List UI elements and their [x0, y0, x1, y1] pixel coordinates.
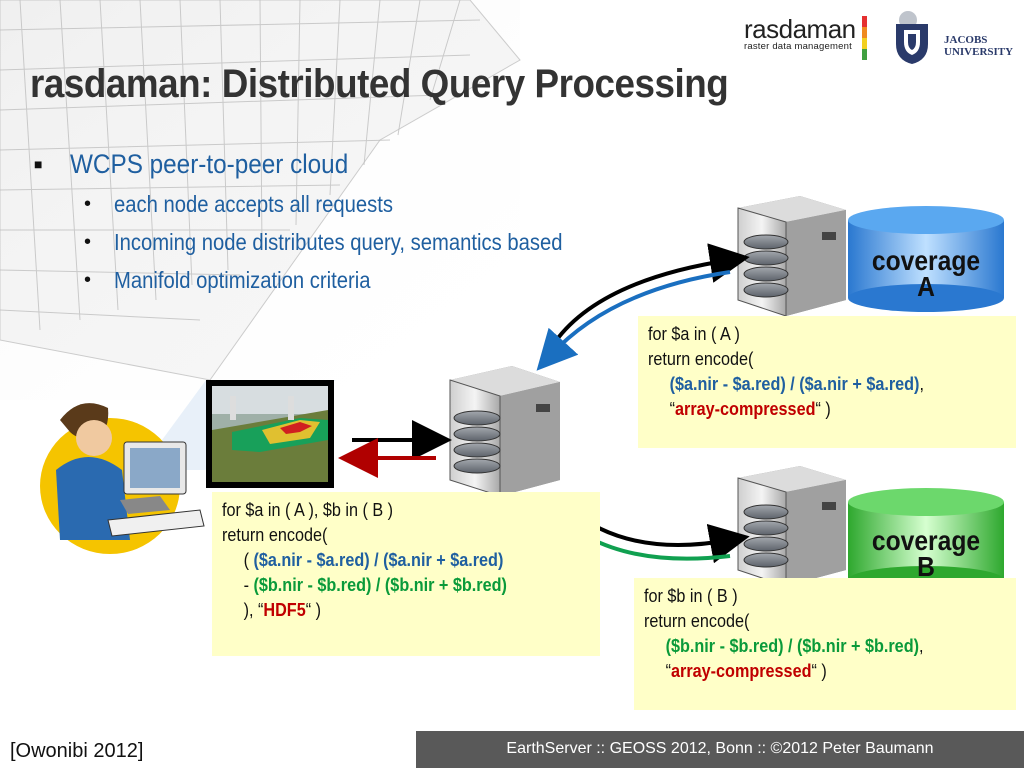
footer-bar [416, 731, 1024, 768]
query-box-b: for $b in ( B ) return encode( ($b.nir -… [634, 578, 1016, 710]
bullet-dot-icon: • [84, 231, 92, 253]
query-main-line2: return encode( [222, 525, 328, 545]
query-main-line1: for $a in ( A ), $b in ( B ) [222, 500, 394, 520]
jacobs-university-text: JACOBS UNIVERSITY [944, 34, 1013, 58]
coverage-b-label: coverage B [861, 525, 991, 582]
query-b-line3-tail: , [918, 636, 924, 656]
query-a-line2: return encode( [648, 349, 754, 369]
jacobs-line2: UNIVERSITY [944, 46, 1014, 58]
query-main-line3-open: ( [243, 550, 254, 570]
query-b-quote-close: “ ) [811, 661, 827, 681]
arrow-from-server-a [536, 270, 731, 371]
bullet-sub-1: each node accepts all requests [114, 191, 394, 217]
query-main-expression-a: ($a.nir - $a.red) / ($a.nir + $a.red) [253, 550, 504, 570]
query-b-format: array-compressed [671, 661, 812, 681]
query-a-quote-open: “ [669, 399, 675, 419]
query-b-line2: return encode( [644, 611, 750, 631]
query-main-line5-close: “ ) [305, 600, 322, 620]
arrow-to-server-a [553, 243, 750, 344]
bullet-dot-icon: • [84, 269, 92, 291]
query-main-line4: - ($b.nir - $b.red) / ($b.nir + $b.red) [222, 573, 553, 598]
slide-title: rasdaman: Distributed Query Processing [30, 62, 729, 106]
bullet-sub-3: Manifold optimization criteria [114, 267, 371, 293]
citation: [Owonibi 2012] [10, 740, 144, 762]
coverage-a-line2: A [917, 271, 935, 302]
footer-credit: EarthServer :: GEOSS 2012, Bonn :: ©2012… [506, 740, 934, 757]
query-main-format: HDF5 [263, 600, 306, 620]
bullet-sub-2: Incoming node distributes query, semanti… [114, 229, 563, 255]
query-b-line4: “array-compressed“ ) [644, 659, 970, 684]
query-main-line5: ), “HDF5“ ) [222, 598, 553, 623]
rasdaman-logo: rasdaman raster data management [744, 16, 856, 52]
bullet-main-text: WCPS peer-to-peer cloud [70, 149, 349, 179]
query-box-a: for $a in ( A ) return encode( ($a.nir -… [638, 316, 1016, 448]
query-main-line3: ( ($a.nir - $a.red) / ($a.nir + $a.red) [222, 548, 553, 573]
query-a-line4: “array-compressed“ ) [648, 397, 970, 422]
bullet-dot-icon: • [84, 193, 92, 215]
query-b-expression: ($b.nir - $b.red) / ($b.nir + $b.red) [665, 636, 919, 656]
query-main-expression-b: ($b.nir - $b.red) / ($b.nir + $b.red) [253, 575, 507, 595]
query-a-expression: ($a.nir - $a.red) / ($a.nir + $a.red) [669, 374, 920, 394]
central-server-icon [449, 366, 560, 497]
coverage-b-line2: B [917, 551, 935, 582]
query-main-line5-open: ), “ [243, 600, 264, 620]
query-a-quote-close: “ ) [815, 399, 831, 419]
bullet-square-icon: ■ [34, 156, 43, 172]
jacobs-university-logo [896, 11, 928, 64]
query-a-line3: ($a.nir - $a.red) / ($a.nir + $a.red), [648, 372, 970, 397]
result-visualization-panel [140, 380, 336, 488]
query-box-main: for $a in ( A ), $b in ( B ) return enco… [212, 492, 600, 656]
query-main-line4-open: - [243, 575, 254, 595]
coverage-a-label: coverage A [861, 245, 991, 302]
query-b-quote-open: “ [665, 661, 671, 681]
query-b-line1: for $b in ( B ) [644, 586, 738, 606]
query-a-line1: for $a in ( A ) [648, 324, 740, 344]
query-b-line3: ($b.nir - $b.red) / ($b.nir + $b.red), [644, 634, 970, 659]
user-at-computer-icon [40, 403, 205, 554]
coverage-b-line1: coverage [871, 525, 981, 556]
rasdaman-logo-tagline: raster data management [744, 41, 852, 52]
jacobs-line1: JACOBS [944, 34, 988, 46]
query-a-format: array-compressed [675, 399, 816, 419]
coverage-a-cylinder [848, 206, 1004, 312]
server-a-icon [737, 196, 846, 317]
coverage-a-line1: coverage [871, 245, 981, 276]
rasdaman-logo-colorbar [862, 16, 867, 60]
server-b-icon [737, 466, 846, 587]
query-a-line3-tail: , [919, 374, 924, 394]
rasdaman-logo-name: rasdaman [744, 14, 856, 44]
